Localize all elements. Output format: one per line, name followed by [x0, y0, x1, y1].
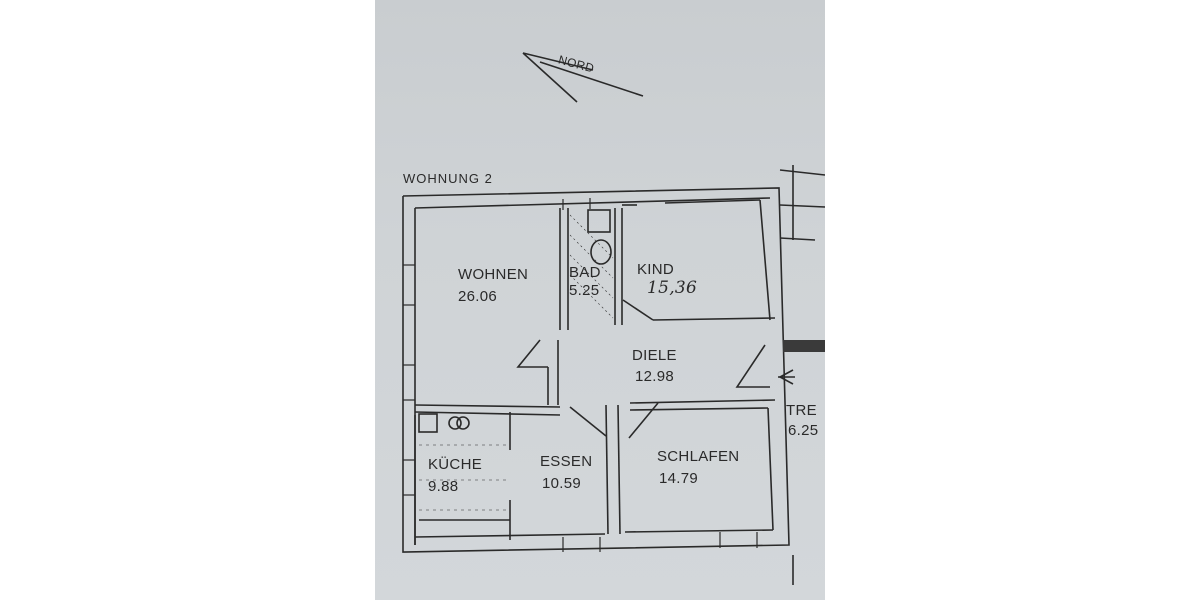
room-name-schlafen: SCHLAFEN	[657, 448, 740, 465]
room-area-wohnen: 26.06	[458, 288, 498, 305]
plan-title: WOHNUNG 2	[403, 171, 493, 186]
room-name-wohnen: WOHNEN	[458, 266, 529, 283]
stair-hatch	[783, 340, 825, 352]
room-area-schlafen: 14.79	[659, 470, 699, 487]
floor-plan-photo: WOHNUNG 2 NORD WOHNEN 26.06 BAD 5.25 KIN…	[375, 0, 825, 600]
room-name-diele: DIELE	[632, 347, 677, 364]
room-area-treppe: 6.25	[788, 422, 819, 439]
floor-plan-drawing	[402, 52, 825, 585]
room-area-kueche: 9.88	[428, 478, 459, 495]
room-area-bad: 5.25	[569, 282, 600, 299]
room-area-kind: 15,36	[647, 278, 698, 298]
room-name-bad: BAD	[569, 264, 601, 281]
room-name-essen: ESSEN	[540, 453, 593, 470]
room-name-treppe: TRE	[786, 402, 817, 419]
room-area-diele: 12.98	[635, 368, 675, 385]
room-area-essen: 10.59	[542, 475, 582, 492]
room-name-kueche: KÜCHE	[428, 456, 483, 473]
north-arrow-icon	[522, 52, 644, 103]
room-name-kind: KIND	[637, 261, 675, 278]
